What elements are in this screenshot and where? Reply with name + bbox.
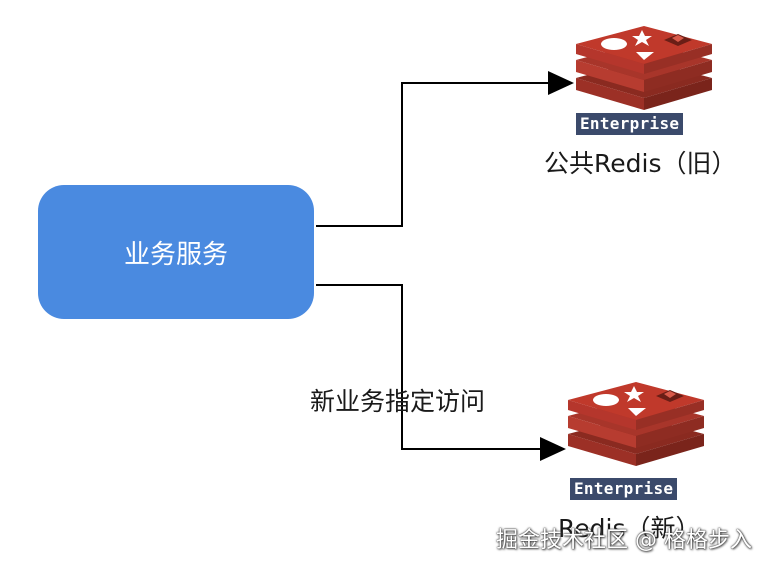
watermark: 掘金技术社区 @ 格格步入 (496, 528, 752, 553)
old-redis-label: 公共Redis（旧） (544, 149, 737, 178)
arrow-to-new-redis (316, 284, 540, 450)
redis-logo-icon (568, 382, 704, 466)
business-service-node: 业务服务 (38, 185, 314, 319)
arrowhead-old (548, 71, 574, 95)
enterprise-badge-new: Enterprise (570, 478, 678, 500)
arrowhead-new (540, 437, 566, 461)
arrow-to-old-redis (316, 82, 548, 227)
redis-logo-icon (576, 26, 712, 110)
business-service-label: 业务服务 (123, 239, 228, 270)
edge-label-new-business: 新业务指定访问 (310, 387, 486, 416)
new-redis-label: Redis（新） (558, 514, 701, 543)
enterprise-badge-old: Enterprise (576, 113, 684, 135)
